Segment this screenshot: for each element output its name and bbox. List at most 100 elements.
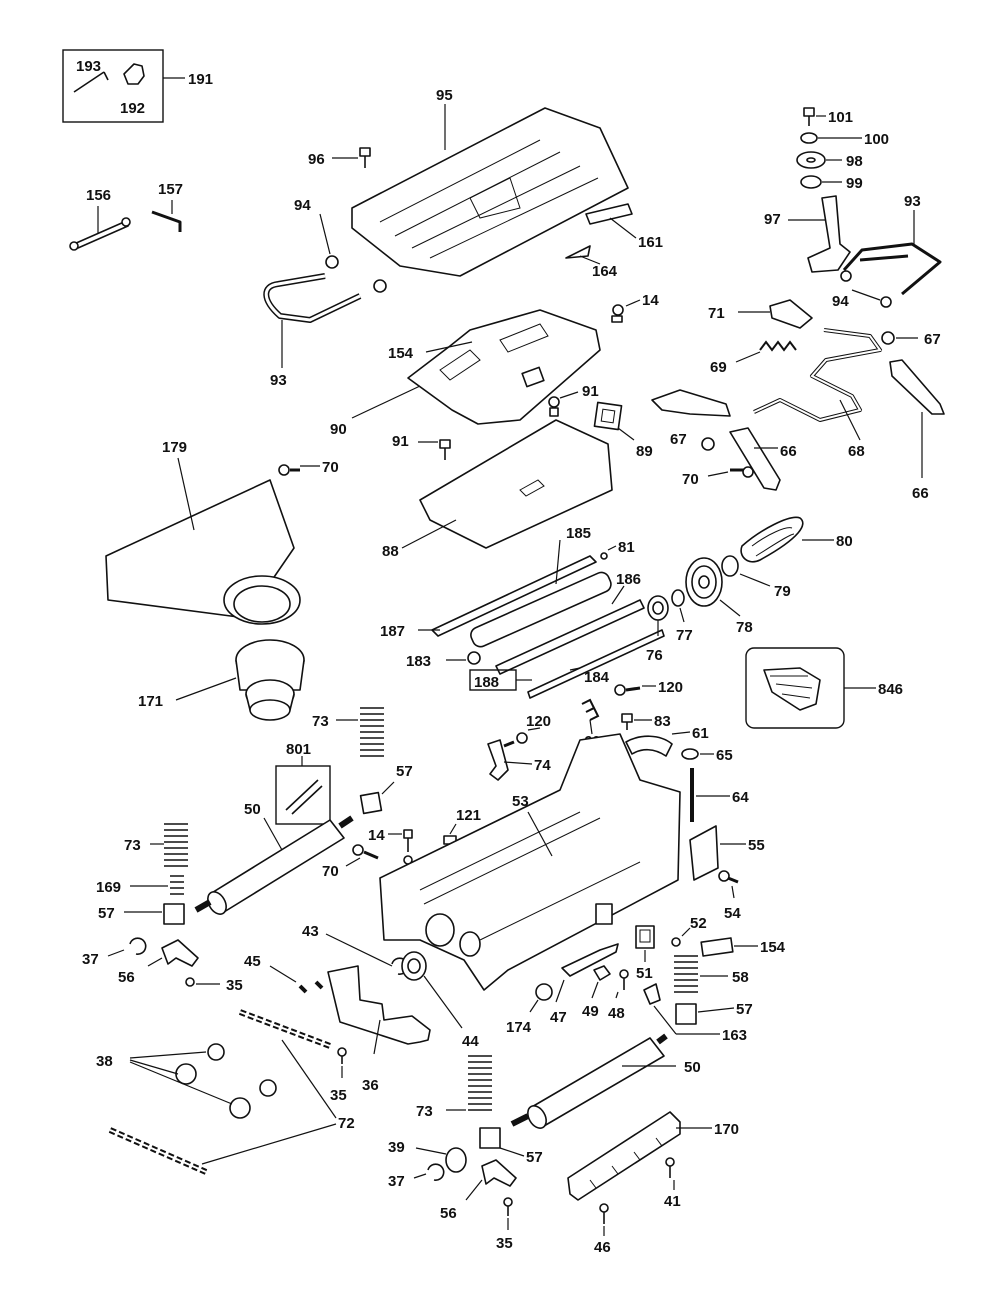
clip-37-lower xyxy=(413,1163,445,1181)
cutterhead-183-lead xyxy=(446,651,481,665)
label-70-right: 70 xyxy=(682,471,699,488)
screw-14-lower xyxy=(388,829,413,865)
label-56-lower: 56 xyxy=(440,1205,457,1222)
label-38: 38 xyxy=(96,1053,113,1070)
screw-35-upper xyxy=(185,977,220,987)
label-94-right: 94 xyxy=(832,293,849,310)
link-66-left xyxy=(729,427,781,491)
nut-94-right xyxy=(840,270,892,308)
label-73-upper: 73 xyxy=(312,713,329,730)
label-93-right: 93 xyxy=(904,193,921,210)
label-39: 39 xyxy=(388,1139,405,1156)
bushing-44 xyxy=(401,951,463,1029)
nut-67-upper xyxy=(881,331,918,345)
label-171: 171 xyxy=(138,693,163,710)
pin-81 xyxy=(600,545,617,560)
label-57-right: 57 xyxy=(736,1001,753,1018)
clip-49 xyxy=(591,965,611,999)
bracket-47 xyxy=(555,943,619,1003)
washer-77 xyxy=(671,589,685,623)
label-14-lower: 14 xyxy=(368,827,385,844)
label-73-left: 73 xyxy=(124,837,141,854)
guard-170 xyxy=(567,1111,712,1201)
spring-73-upper xyxy=(336,707,384,757)
screw-46 xyxy=(599,1203,609,1236)
sprockets-38 xyxy=(129,1043,277,1119)
label-94-left: 94 xyxy=(294,197,311,214)
chain-72-lower xyxy=(108,1127,208,1175)
label-73-lower: 73 xyxy=(416,1103,433,1120)
bracket-55 xyxy=(689,825,746,881)
label-191: 191 xyxy=(188,71,213,88)
screw-35-middle xyxy=(337,1047,347,1078)
label-90: 90 xyxy=(330,421,347,438)
label-801: 801 xyxy=(286,741,311,758)
label-35-lower: 35 xyxy=(496,1235,513,1252)
label-120-upper: 120 xyxy=(658,679,683,696)
washer-100 xyxy=(800,132,862,144)
screw-91-left xyxy=(418,439,451,460)
pulley-78 xyxy=(685,557,741,617)
screw-83 xyxy=(621,713,652,730)
label-156: 156 xyxy=(86,187,111,204)
label-193: 193 xyxy=(76,58,101,75)
belt-80 xyxy=(740,516,834,563)
label-187: 187 xyxy=(380,623,405,640)
label-57-lower: 57 xyxy=(526,1149,543,1166)
roller-50-lower xyxy=(510,1033,676,1129)
lever-97 xyxy=(788,195,851,273)
label-81: 81 xyxy=(618,539,635,556)
label-77: 77 xyxy=(676,627,693,644)
lever-74 xyxy=(487,739,533,781)
block-57-upper xyxy=(359,781,395,815)
label-184: 184 xyxy=(584,669,610,686)
label-68: 68 xyxy=(848,443,865,460)
plate-161 xyxy=(585,203,637,239)
screw-101 xyxy=(803,107,826,126)
screw-14-upper xyxy=(611,299,641,323)
label-192: 192 xyxy=(120,100,145,117)
cutterhead-assembly xyxy=(431,555,665,699)
label-79: 79 xyxy=(774,583,791,600)
box-188 xyxy=(469,669,532,691)
label-91-left: 91 xyxy=(392,433,409,450)
screw-35-lower xyxy=(503,1197,513,1230)
pin-185 xyxy=(555,539,561,585)
label-41: 41 xyxy=(664,1193,681,1210)
bracket-89 xyxy=(593,401,635,441)
label-121: 121 xyxy=(456,807,481,824)
bracket-71 xyxy=(738,299,813,329)
spring-73-left xyxy=(150,823,188,867)
label-plate-154-lower xyxy=(700,937,758,957)
label-72: 72 xyxy=(338,1115,355,1132)
label-846: 846 xyxy=(878,681,903,698)
label-50-lower: 50 xyxy=(684,1059,701,1076)
label-179: 179 xyxy=(162,439,187,456)
label-36: 36 xyxy=(362,1077,379,1094)
clip-37-upper xyxy=(107,937,147,957)
label-169: 169 xyxy=(96,879,121,896)
spring-73-lower xyxy=(446,1055,492,1111)
label-49: 49 xyxy=(582,1003,599,1020)
plate-164 xyxy=(565,245,601,265)
block-57-right xyxy=(675,1003,735,1025)
label-120-lower: 120 xyxy=(526,713,551,730)
label-185: 185 xyxy=(566,525,591,542)
arm-68 xyxy=(753,328,882,441)
lever-left-linkage xyxy=(651,389,731,417)
screw-70-base xyxy=(345,844,379,867)
label-78: 78 xyxy=(736,619,753,636)
label-45: 45 xyxy=(244,953,261,970)
label-95: 95 xyxy=(436,87,453,104)
label-98: 98 xyxy=(846,153,863,170)
label-48: 48 xyxy=(608,1005,625,1022)
screw-96 xyxy=(332,147,371,168)
label-65: 65 xyxy=(716,747,733,764)
label-54: 54 xyxy=(724,905,741,922)
bracket-56-lower xyxy=(465,1159,517,1201)
rod-64 xyxy=(690,768,730,822)
label-plate-154-upper xyxy=(425,341,473,353)
label-96: 96 xyxy=(308,151,325,168)
label-53: 53 xyxy=(512,793,529,810)
